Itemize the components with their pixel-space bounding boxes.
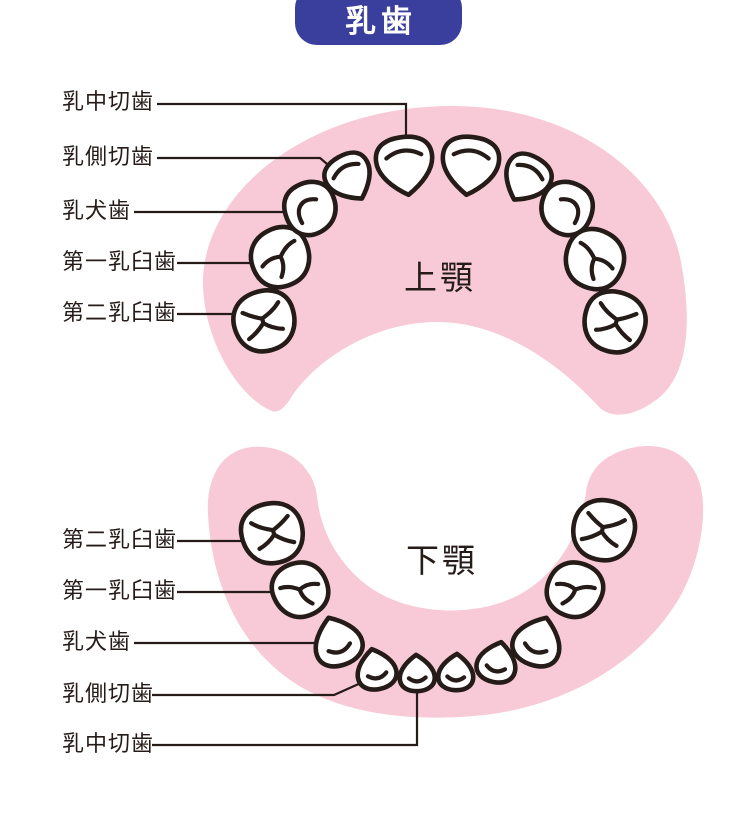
tooth xyxy=(578,285,652,358)
teeth-group xyxy=(227,134,651,693)
tooth xyxy=(557,222,632,297)
label-upper-second-molar: 第二乳臼歯 xyxy=(62,301,178,326)
tooth xyxy=(306,610,368,673)
tooth xyxy=(227,284,301,357)
label-upper-canine: 乳犬歯 xyxy=(62,199,132,224)
tooth xyxy=(539,554,611,626)
label-upper-central-incisor: 乳中切歯 xyxy=(62,90,155,115)
lower-jaw-title: 下顎 xyxy=(406,541,478,580)
label-lower-canine: 乳犬歯 xyxy=(62,630,132,655)
label-lower-first-molar: 第一乳臼歯 xyxy=(62,579,178,604)
tooth xyxy=(535,176,598,240)
title-badge: 乳歯 xyxy=(295,0,462,45)
tooth xyxy=(374,134,437,199)
label-upper-first-molar: 第一乳臼歯 xyxy=(62,250,178,275)
label-lower-second-molar: 第二乳臼歯 xyxy=(62,528,178,553)
tooth xyxy=(567,494,641,567)
upper-jaw-title: 上顎 xyxy=(404,258,476,297)
label-lower-central-incisor: 乳中切歯 xyxy=(62,732,155,757)
tooth xyxy=(494,147,558,211)
tooth xyxy=(507,610,569,673)
tooth xyxy=(438,653,475,691)
tooth xyxy=(439,134,502,199)
label-lower-lateral-incisor: 乳側切歯 xyxy=(62,682,155,707)
tooth xyxy=(353,645,400,693)
leader-line xyxy=(152,691,419,747)
tooth xyxy=(399,654,436,692)
tooth xyxy=(235,497,309,570)
leader-line xyxy=(157,102,408,144)
tooth xyxy=(474,638,521,686)
tooth xyxy=(318,146,382,210)
tooth xyxy=(264,554,336,626)
label-upper-lateral-incisor: 乳側切歯 xyxy=(62,145,155,170)
title-badge-label: 乳歯 xyxy=(345,4,417,40)
tooth xyxy=(279,176,342,240)
